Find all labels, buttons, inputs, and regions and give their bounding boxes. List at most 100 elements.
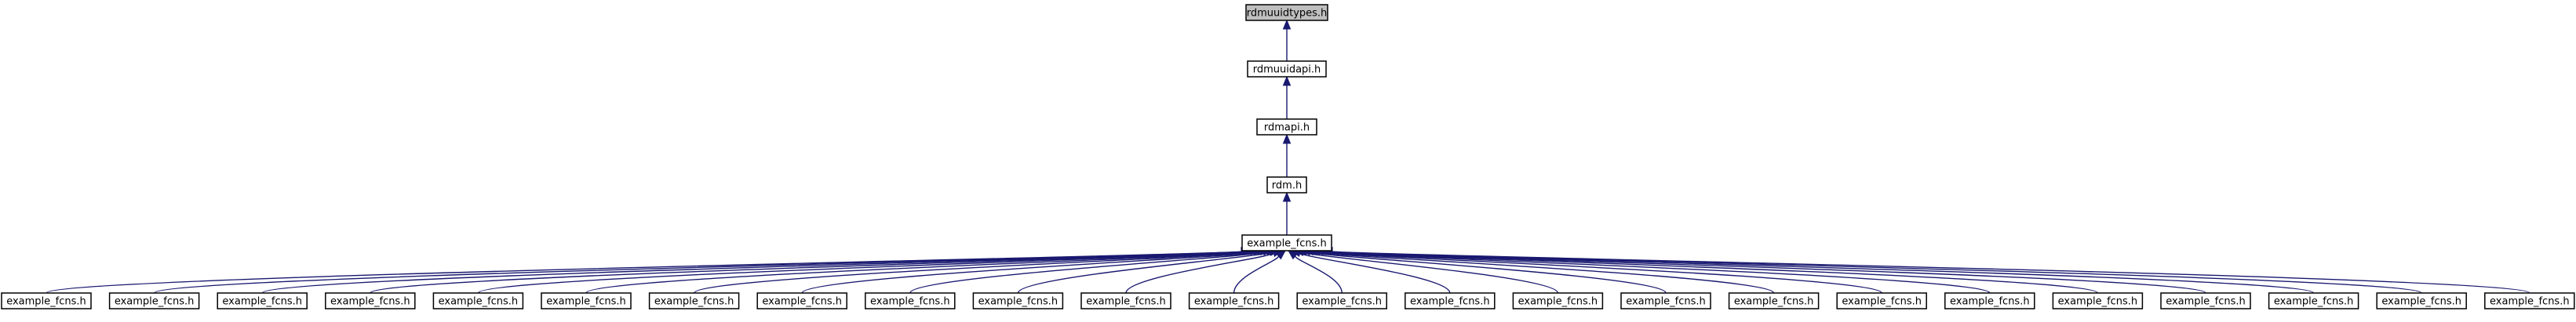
node-leaf-10[interactable]: example_fcns.h xyxy=(972,292,1064,309)
node-leaf-2[interactable]: example_fcns.h xyxy=(108,292,200,309)
node-rdmapi-box xyxy=(1256,118,1317,136)
node-example-fcns-hub-label: example_fcns.h xyxy=(1247,238,1327,250)
node-leaf-6-label: example_fcns.h xyxy=(546,296,626,308)
node-leaf-1-label: example_fcns.h xyxy=(6,296,86,308)
edge-leaf-18-to-hub xyxy=(1312,251,1882,294)
node-rdmapi[interactable]: rdmapi.h xyxy=(1256,118,1317,136)
node-rdmuuidapi-box xyxy=(1247,60,1327,78)
node-leaf-20[interactable]: example_fcns.h xyxy=(2052,292,2144,309)
node-leaf-12-label: example_fcns.h xyxy=(1194,296,1274,308)
node-leaf-22[interactable]: example_fcns.h xyxy=(2268,292,2359,309)
node-leaf-21-box xyxy=(2160,292,2251,309)
node-leaf-23-box xyxy=(2376,292,2467,309)
node-leaf-5-label: example_fcns.h xyxy=(439,296,519,308)
node-leaf-9-label: example_fcns.h xyxy=(870,296,950,308)
node-leaf-9[interactable]: example_fcns.h xyxy=(865,292,956,309)
node-leaf-10-label: example_fcns.h xyxy=(978,296,1058,308)
node-leaf-14-box xyxy=(1405,292,1496,309)
node-leaf-11-label: example_fcns.h xyxy=(1086,296,1166,308)
node-leaf-6[interactable]: example_fcns.h xyxy=(541,292,632,309)
node-leaf-13-box xyxy=(1296,292,1387,309)
edge-leaf-10-to-hub xyxy=(1017,251,1271,294)
node-rdmapi-label: rdmapi.h xyxy=(1264,122,1310,134)
node-leaf-20-label: example_fcns.h xyxy=(2058,296,2138,308)
node-leaf-9-box xyxy=(865,292,956,309)
edge-leaf-24-to-hub xyxy=(1332,250,2530,294)
edge-leaf-21-to-hub xyxy=(1322,250,2206,294)
node-rdmuuidapi-label: rdmuuidapi.h xyxy=(1253,64,1321,76)
edge-leaf-20-to-hub xyxy=(1318,250,2099,294)
node-leaf-6-box xyxy=(541,292,632,309)
node-leaf-11-box xyxy=(1080,292,1171,309)
edge-leaf-17-to-hub xyxy=(1309,251,1775,294)
node-leaf-8[interactable]: example_fcns.h xyxy=(756,292,847,309)
node-leaf-19-box xyxy=(1944,292,2035,309)
node-leaf-23-label: example_fcns.h xyxy=(2381,296,2461,308)
node-leaf-10-box xyxy=(972,292,1064,309)
node-rdm[interactable]: rdm.h xyxy=(1266,176,1307,194)
node-leaf-5-box xyxy=(432,292,524,309)
node-rdmuuidtypes[interactable]: rdmuuidtypes.h xyxy=(1245,4,1328,21)
node-leaf-4-label: example_fcns.h xyxy=(330,296,410,308)
edge-leaf-6-to-hub xyxy=(585,251,1259,294)
node-leaf-12[interactable]: example_fcns.h xyxy=(1188,292,1280,309)
node-rdmuuidtypes-box xyxy=(1245,4,1328,21)
node-leaf-22-label: example_fcns.h xyxy=(2274,296,2354,308)
node-leaf-4-box xyxy=(325,292,416,309)
node-leaf-8-label: example_fcns.h xyxy=(762,296,842,308)
node-leaf-17-label: example_fcns.h xyxy=(1734,296,1814,308)
node-example-fcns-hub[interactable]: example_fcns.h xyxy=(1241,234,1332,251)
edge-leaf-13-to-hub xyxy=(1294,255,1343,294)
node-leaf-3-label: example_fcns.h xyxy=(222,296,302,308)
node-leaf-3[interactable]: example_fcns.h xyxy=(217,292,308,309)
node-leaf-21-label: example_fcns.h xyxy=(2166,296,2246,308)
node-leaf-19-label: example_fcns.h xyxy=(1950,296,2030,308)
edge-rdmapi-to-rdmuuidapi-arrowhead xyxy=(1282,75,1292,86)
edge-rdm-to-rdmapi-arrowhead xyxy=(1282,133,1292,144)
node-leaf-8-box xyxy=(756,292,847,309)
node-leaf-24-label: example_fcns.h xyxy=(2490,296,2570,308)
node-leaf-7-box xyxy=(648,292,740,309)
edge-leaf-9-to-hub xyxy=(909,251,1268,294)
edge-leaf-12-to-hub xyxy=(1233,255,1280,294)
node-leaf-7-label: example_fcns.h xyxy=(654,296,734,308)
node-leaf-13[interactable]: example_fcns.h xyxy=(1296,292,1387,309)
node-leaf-4[interactable]: example_fcns.h xyxy=(325,292,416,309)
node-rdmuuidtypes-label: rdmuuidtypes.h xyxy=(1247,8,1328,20)
graph-nodes: rdmuuidtypes.h rdmuuidapi.h rdmapi.h rdm.h e… xyxy=(1,4,2575,309)
node-example-fcns-hub-box xyxy=(1241,234,1332,251)
node-leaf-12-box xyxy=(1188,292,1280,309)
node-leaf-18-box xyxy=(1836,292,1927,309)
node-leaf-14[interactable]: example_fcns.h xyxy=(1405,292,1496,309)
node-leaf-2-box xyxy=(108,292,200,309)
node-leaf-11[interactable]: example_fcns.h xyxy=(1080,292,1171,309)
node-leaf-1[interactable]: example_fcns.h xyxy=(1,292,92,309)
node-leaf-16-box xyxy=(1620,292,1711,309)
node-leaf-24[interactable]: example_fcns.h xyxy=(2484,292,2575,309)
node-leaf-16[interactable]: example_fcns.h xyxy=(1620,292,1711,309)
node-leaf-1-box xyxy=(1,292,92,309)
node-leaf-18[interactable]: example_fcns.h xyxy=(1836,292,1927,309)
node-leaf-3-box xyxy=(217,292,308,309)
node-leaf-23[interactable]: example_fcns.h xyxy=(2376,292,2467,309)
node-leaf-22-box xyxy=(2268,292,2359,309)
node-leaf-13-label: example_fcns.h xyxy=(1302,296,1382,308)
node-leaf-14-label: example_fcns.h xyxy=(1410,296,1490,308)
node-leaf-15-box xyxy=(1512,292,1604,309)
node-leaf-5[interactable]: example_fcns.h xyxy=(432,292,524,309)
node-leaf-16-label: example_fcns.h xyxy=(1626,296,1706,308)
node-leaf-20-box xyxy=(2052,292,2144,309)
node-leaf-18-label: example_fcns.h xyxy=(1842,296,1922,308)
edge-leaf-8-to-hub xyxy=(801,251,1265,294)
node-rdmuuidapi[interactable]: rdmuuidapi.h xyxy=(1247,60,1327,78)
node-leaf-15[interactable]: example_fcns.h xyxy=(1512,292,1604,309)
edge-leaf-23-to-hub xyxy=(1328,250,2422,294)
edge-rdmuuidapi-to-rdmuuidtypes-arrowhead xyxy=(1282,19,1292,30)
node-rdm-box xyxy=(1266,176,1307,194)
node-leaf-19[interactable]: example_fcns.h xyxy=(1944,292,2035,309)
node-leaf-17[interactable]: example_fcns.h xyxy=(1728,292,1820,309)
node-leaf-21[interactable]: example_fcns.h xyxy=(2160,292,2251,309)
node-leaf-24-box xyxy=(2484,292,2575,309)
node-leaf-7[interactable]: example_fcns.h xyxy=(648,292,740,309)
